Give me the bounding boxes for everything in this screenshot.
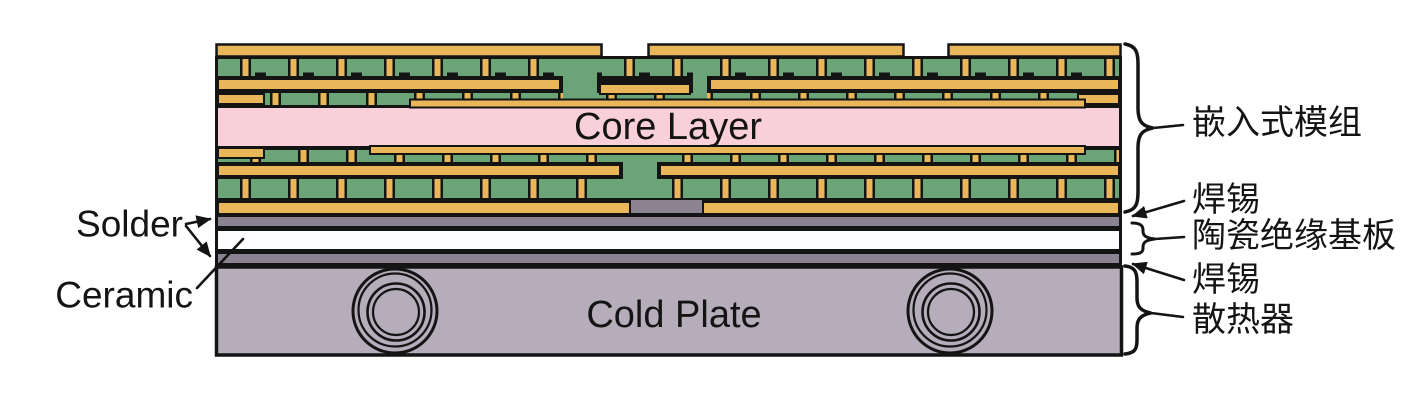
heatsink-connector (1149, 311, 1185, 319)
core-layer-label: Core Layer (574, 106, 762, 148)
right-annotations: 嵌入式模组 焊锡 陶瓷绝缘基板 焊锡 散热器 (1123, 42, 1396, 356)
cold-plate-port-right (906, 267, 994, 355)
bottom-copper-layer (217, 198, 1120, 215)
cold-plate-port-left (351, 267, 439, 355)
dielectric-band-4 (218, 179, 1119, 198)
ceramic-substrate-label: 陶瓷绝缘基板 (1192, 217, 1396, 255)
embedded-module-label: 嵌入式模组 (1192, 104, 1362, 142)
core-layer (218, 108, 1119, 146)
cold-plate-label: Cold Plate (586, 294, 761, 336)
cold-plate: Cold Plate (214, 265, 1124, 357)
solder-arrow-top (184, 215, 212, 229)
solder-label-en: Solder (76, 204, 183, 245)
solder-top-label: 焊锡 (1192, 181, 1260, 219)
solder-bottom-arrow (1131, 261, 1186, 282)
solder-bottom-label: 焊锡 (1192, 261, 1260, 299)
solder-bump (629, 198, 704, 215)
solder-top-arrow (1131, 199, 1186, 219)
embedded-module-connector (1151, 123, 1185, 130)
solder-arrow-bottom (184, 224, 212, 258)
core-bottom-copper-strip (369, 145, 1086, 155)
left-step-trace (217, 147, 265, 159)
dielectric-band-1 (218, 59, 1119, 76)
ceramic-substrate-connector (1153, 235, 1186, 241)
embedded-module-stack: Core Layer (215, 43, 1122, 216)
core-top-copper-strip (409, 98, 1086, 109)
solder-layer-bottom (215, 251, 1122, 266)
top-copper-layer (215, 43, 1122, 58)
ceramic-substrate-layer (215, 228, 1122, 252)
embedded-module-brace (1123, 42, 1154, 214)
left-annotations: Solder Ceramic (55, 204, 245, 316)
inner-copper-layer-2 (217, 164, 1120, 177)
heatsink-brace (1123, 264, 1152, 356)
ceramic-label-en: Ceramic (55, 275, 193, 316)
dielectric-bridges (563, 59, 707, 198)
heatsink-label: 散热器 (1192, 301, 1294, 339)
ceramic-substrate-brace (1130, 221, 1156, 256)
ceramic-leader-line (195, 237, 245, 290)
inner-copper-layer-1 (217, 78, 1120, 105)
solder-layer-top (215, 214, 1122, 229)
